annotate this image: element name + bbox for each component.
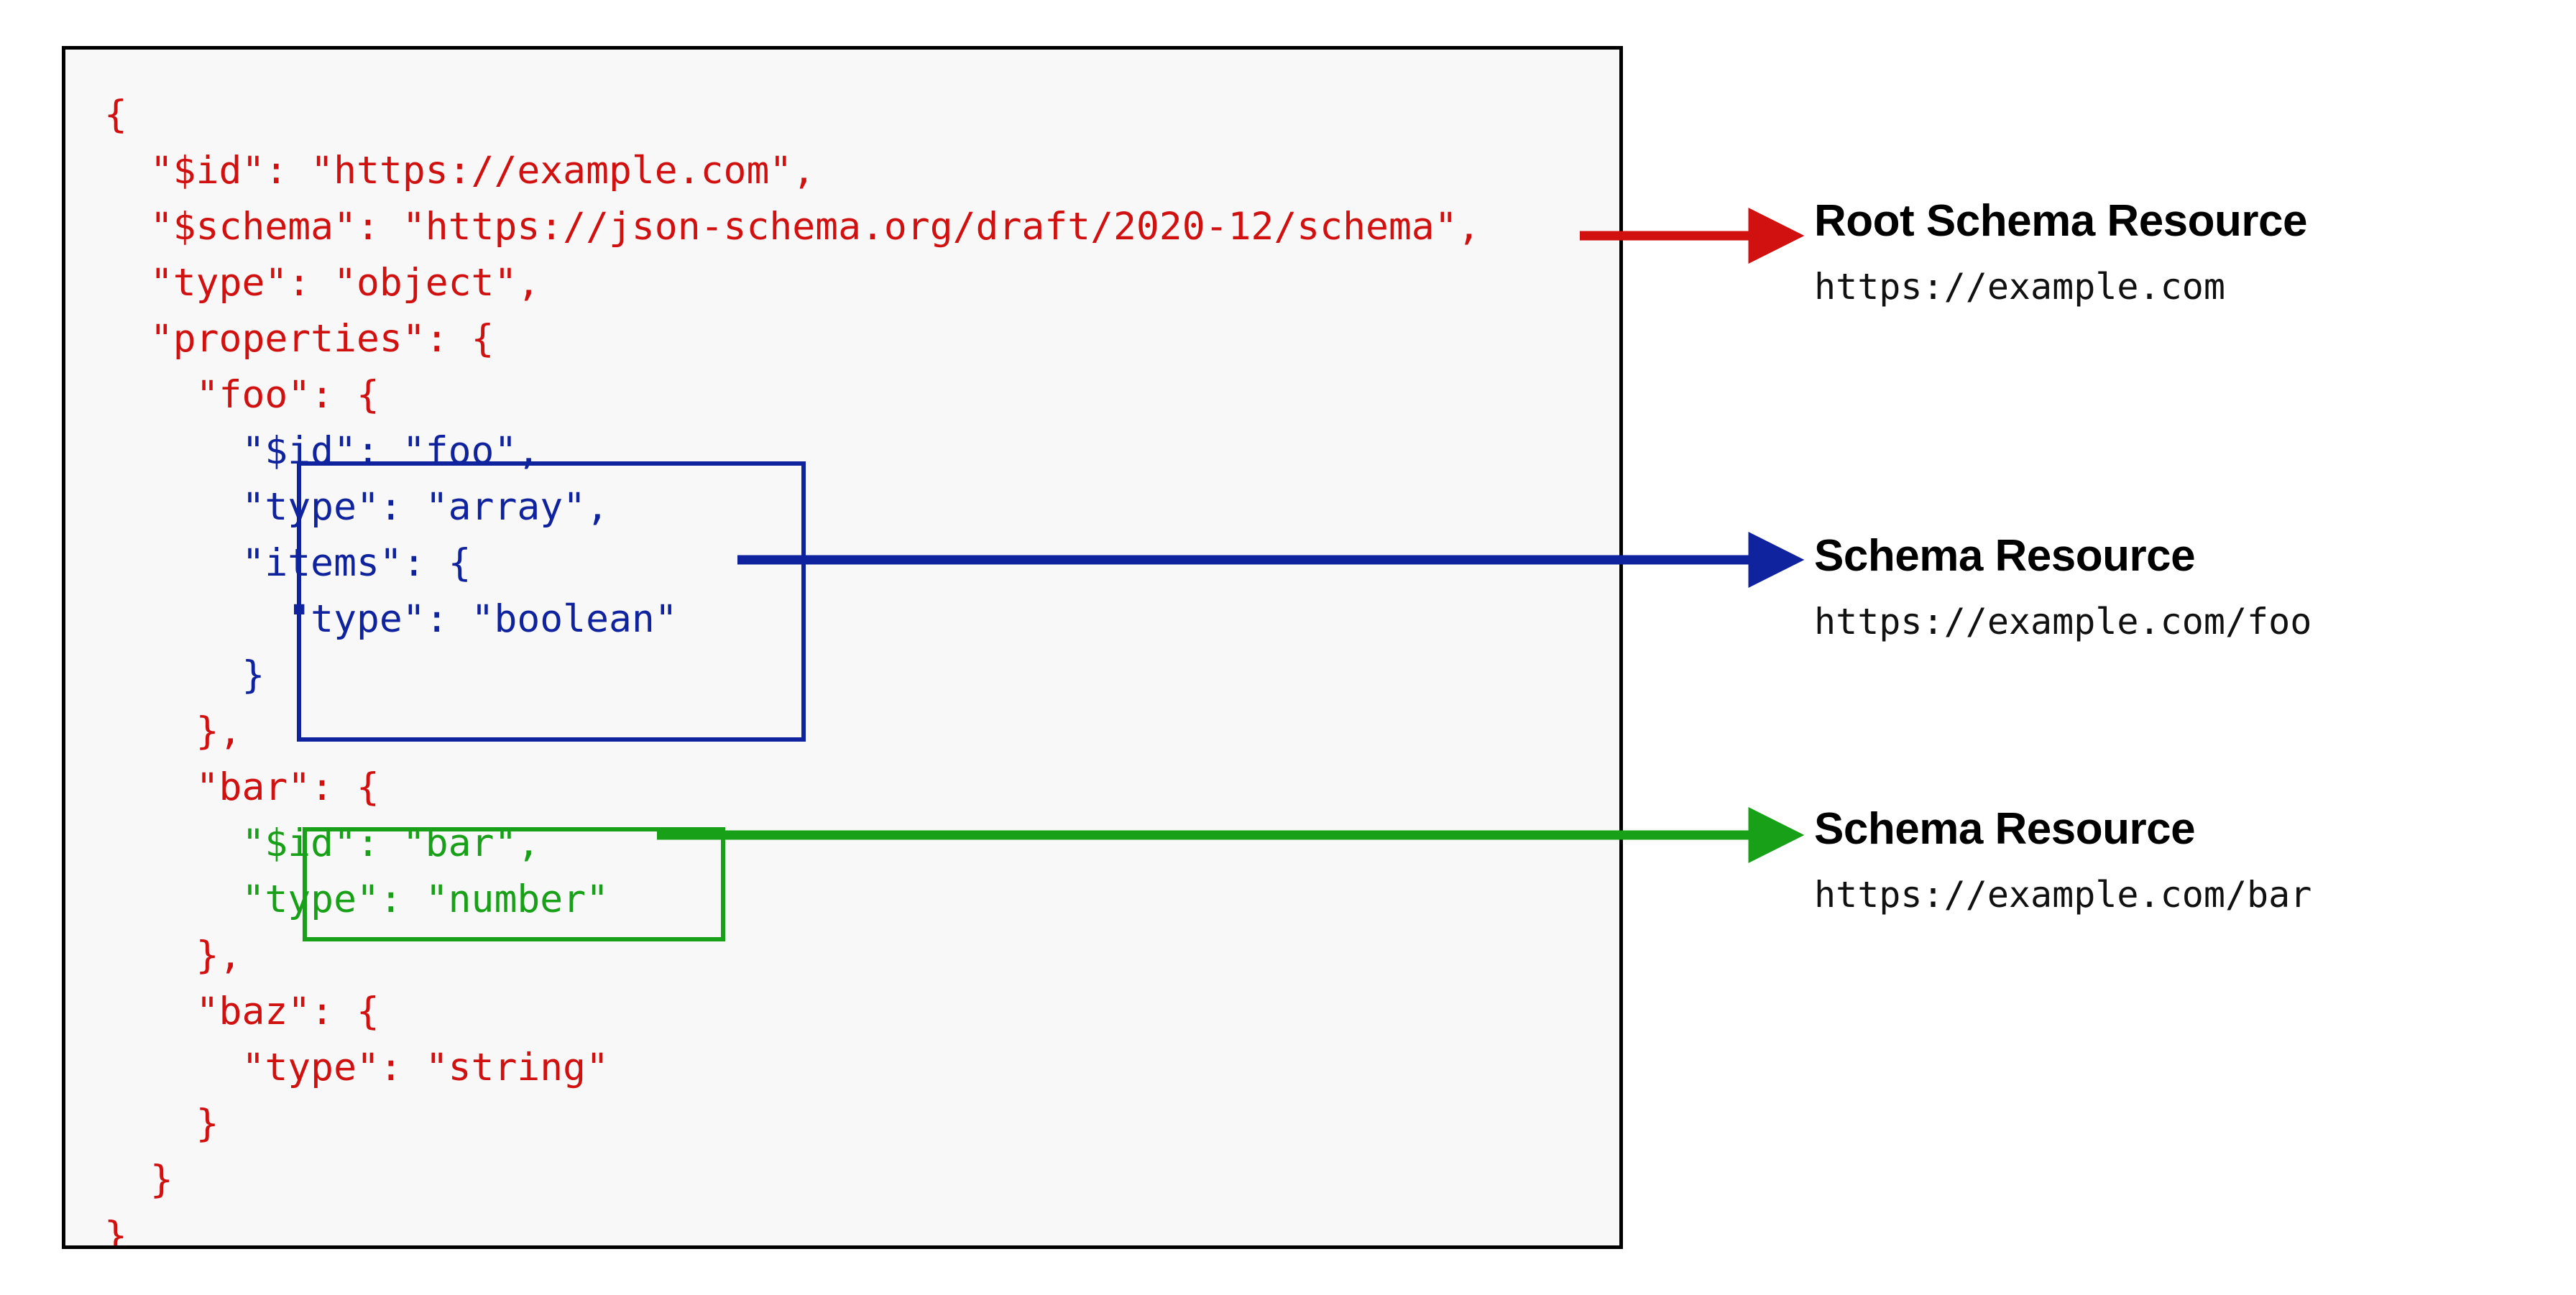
code-line: }, <box>104 934 242 977</box>
code-line: "$id": "bar", <box>104 821 540 865</box>
code-line: } <box>104 1158 173 1202</box>
annotation-bar-schema-resource: Schema Resource https://example.com/bar <box>1814 803 2312 917</box>
code-line: "bar": { <box>104 765 380 809</box>
code-line: }, <box>104 709 242 753</box>
code-line: } <box>104 1214 127 1249</box>
code-line: "type": "string" <box>104 1046 609 1089</box>
annotation-root-schema-resource: Root Schema Resource https://example.com <box>1814 195 2308 309</box>
code-line: "type": "number" <box>104 877 609 921</box>
code-line: "baz": { <box>104 990 380 1033</box>
annotation-foo-schema-resource: Schema Resource https://example.com/foo <box>1814 530 2312 644</box>
code-line: } <box>104 653 265 697</box>
annotation-uri: https://example.com/foo <box>1814 601 2312 642</box>
code-line: "type": "object", <box>104 261 540 305</box>
code-line: "type": "boolean" <box>104 597 678 641</box>
code-line: "$id": "foo", <box>104 429 540 473</box>
code-line: "$schema": "https://json-schema.org/draf… <box>104 205 1481 249</box>
json-code-block: { "$id": "https://example.com", "$schema… <box>104 87 1481 1249</box>
annotation-title: Schema Resource <box>1814 804 2196 854</box>
code-line: "type": "array", <box>104 485 609 529</box>
annotation-uri: https://example.com/bar <box>1814 874 2312 916</box>
code-line: { <box>104 93 127 137</box>
code-line: "properties": { <box>104 317 494 361</box>
code-line: } <box>104 1102 219 1146</box>
annotation-title: Root Schema Resource <box>1814 196 2308 246</box>
json-schema-code-panel: { "$id": "https://example.com", "$schema… <box>62 46 1623 1249</box>
code-line: "foo": { <box>104 373 380 417</box>
annotation-title: Schema Resource <box>1814 531 2196 581</box>
code-line: "$id": "https://example.com", <box>104 149 816 193</box>
code-line: "items": { <box>104 541 472 585</box>
annotation-uri: https://example.com <box>1814 266 2225 308</box>
